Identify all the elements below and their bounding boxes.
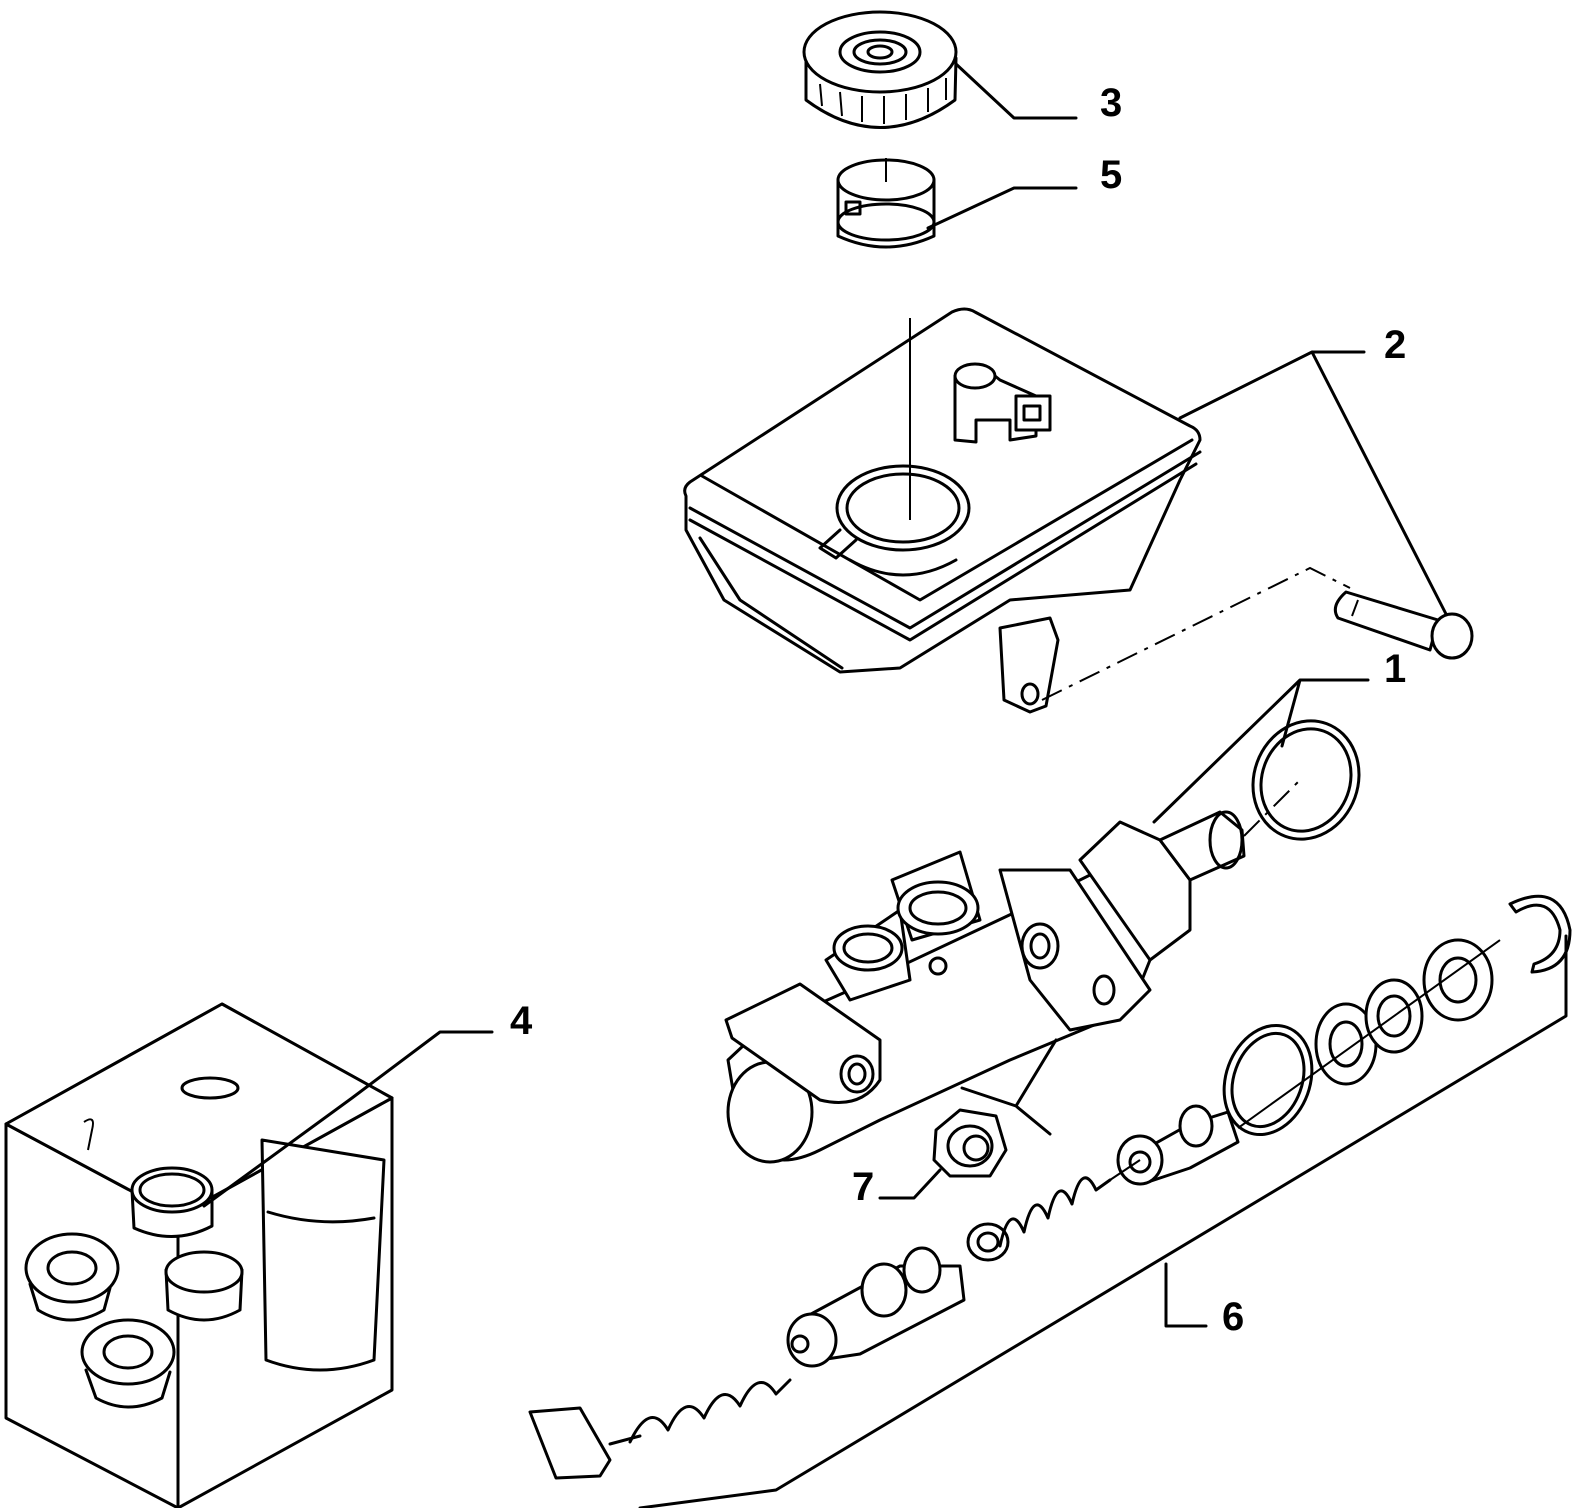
leader-lines (202, 62, 1448, 1328)
seal-kit-drawing (4, 1002, 394, 1508)
o-ring-drawing (1251, 719, 1361, 841)
callout-4: 4 (510, 999, 533, 1043)
piston-repair-kit-drawing (528, 894, 1572, 1480)
callout-5: 5 (1100, 153, 1122, 197)
retaining-pin-drawing (1333, 590, 1474, 660)
union-nut-drawing (932, 1108, 1008, 1178)
brake-fluid-reservoir-drawing (683, 307, 1202, 714)
master-cylinder-body-drawing (724, 779, 1301, 1164)
callout-7: 7 (852, 1165, 874, 1209)
callout-1: 1 (1384, 647, 1406, 691)
callout-6: 6 (1222, 1295, 1244, 1339)
callout-3: 3 (1100, 81, 1122, 125)
reservoir-strainer-drawing (836, 158, 936, 249)
callout-2: 2 (1384, 323, 1406, 367)
reservoir-cap-drawing (802, 10, 958, 129)
